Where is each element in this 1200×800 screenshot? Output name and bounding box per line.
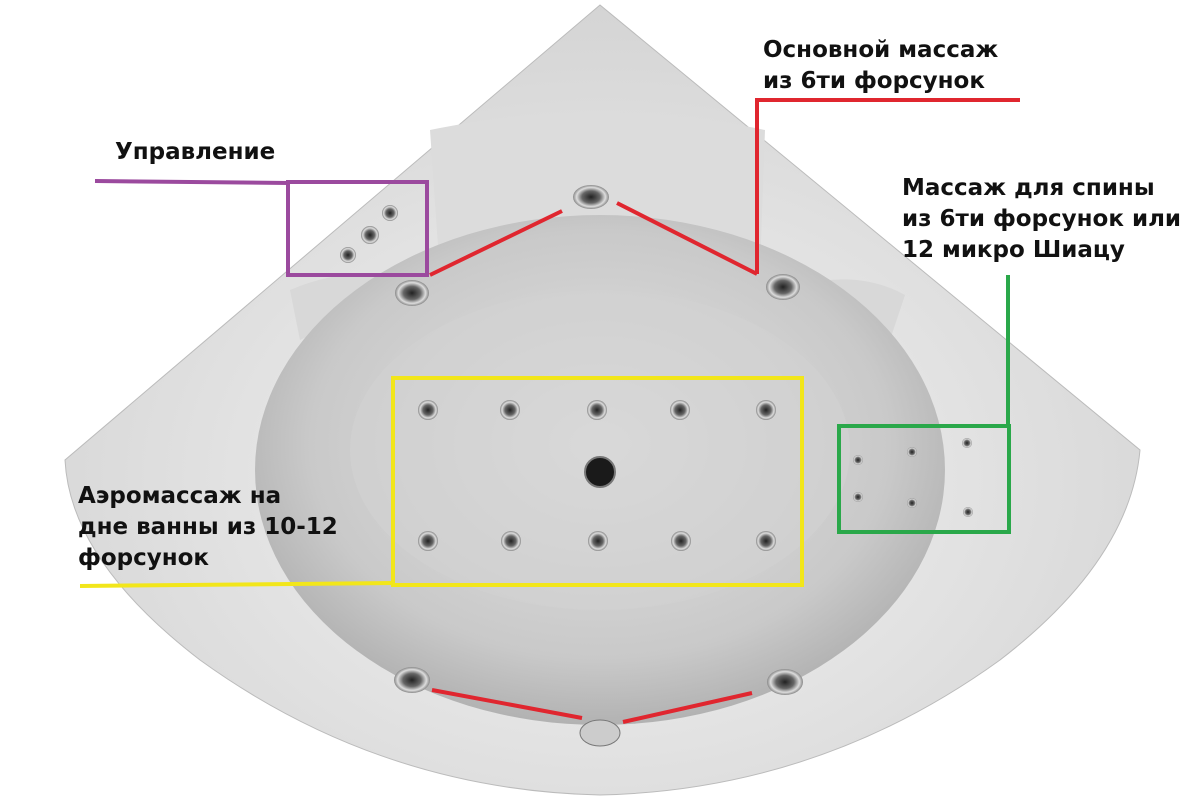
aero-massage-label: Аэромассаж на дне ванны из 10-12 форсуно… xyxy=(78,481,338,574)
back-massage-annotation xyxy=(837,275,1011,534)
overflow-drain xyxy=(579,719,621,747)
drain xyxy=(584,456,616,488)
main-massage-line-1: Основной массаж xyxy=(763,37,999,63)
back-jets xyxy=(853,438,973,517)
control-label-line: Управление xyxy=(115,139,276,165)
control-buttons xyxy=(340,205,398,263)
wall-jets xyxy=(394,185,803,695)
control-label: Управление xyxy=(115,137,275,168)
main-massage-annotation xyxy=(429,98,1020,724)
main-massage-label: Основной массаж из 6ти форсунок xyxy=(763,35,998,97)
back-massage-line-2: из 6ти форсунок или xyxy=(902,206,1182,232)
back-massage-line-3: 12 микро Шиацу xyxy=(902,237,1125,263)
aero-massage-line-1: Аэромассаж на xyxy=(78,483,282,509)
control-annotation xyxy=(94,179,429,277)
aero-jets xyxy=(418,400,776,551)
aero-massage-line-3: форсунок xyxy=(78,545,210,571)
back-massage-label: Массаж для спины из 6ти форсунок или 12 … xyxy=(902,173,1181,266)
back-massage-line-1: Массаж для спины xyxy=(902,175,1155,201)
aero-massage-annotation xyxy=(79,376,804,588)
main-massage-line-2: из 6ти форсунок xyxy=(763,68,985,94)
aero-massage-line-2: дне ванны из 10-12 xyxy=(78,514,338,540)
